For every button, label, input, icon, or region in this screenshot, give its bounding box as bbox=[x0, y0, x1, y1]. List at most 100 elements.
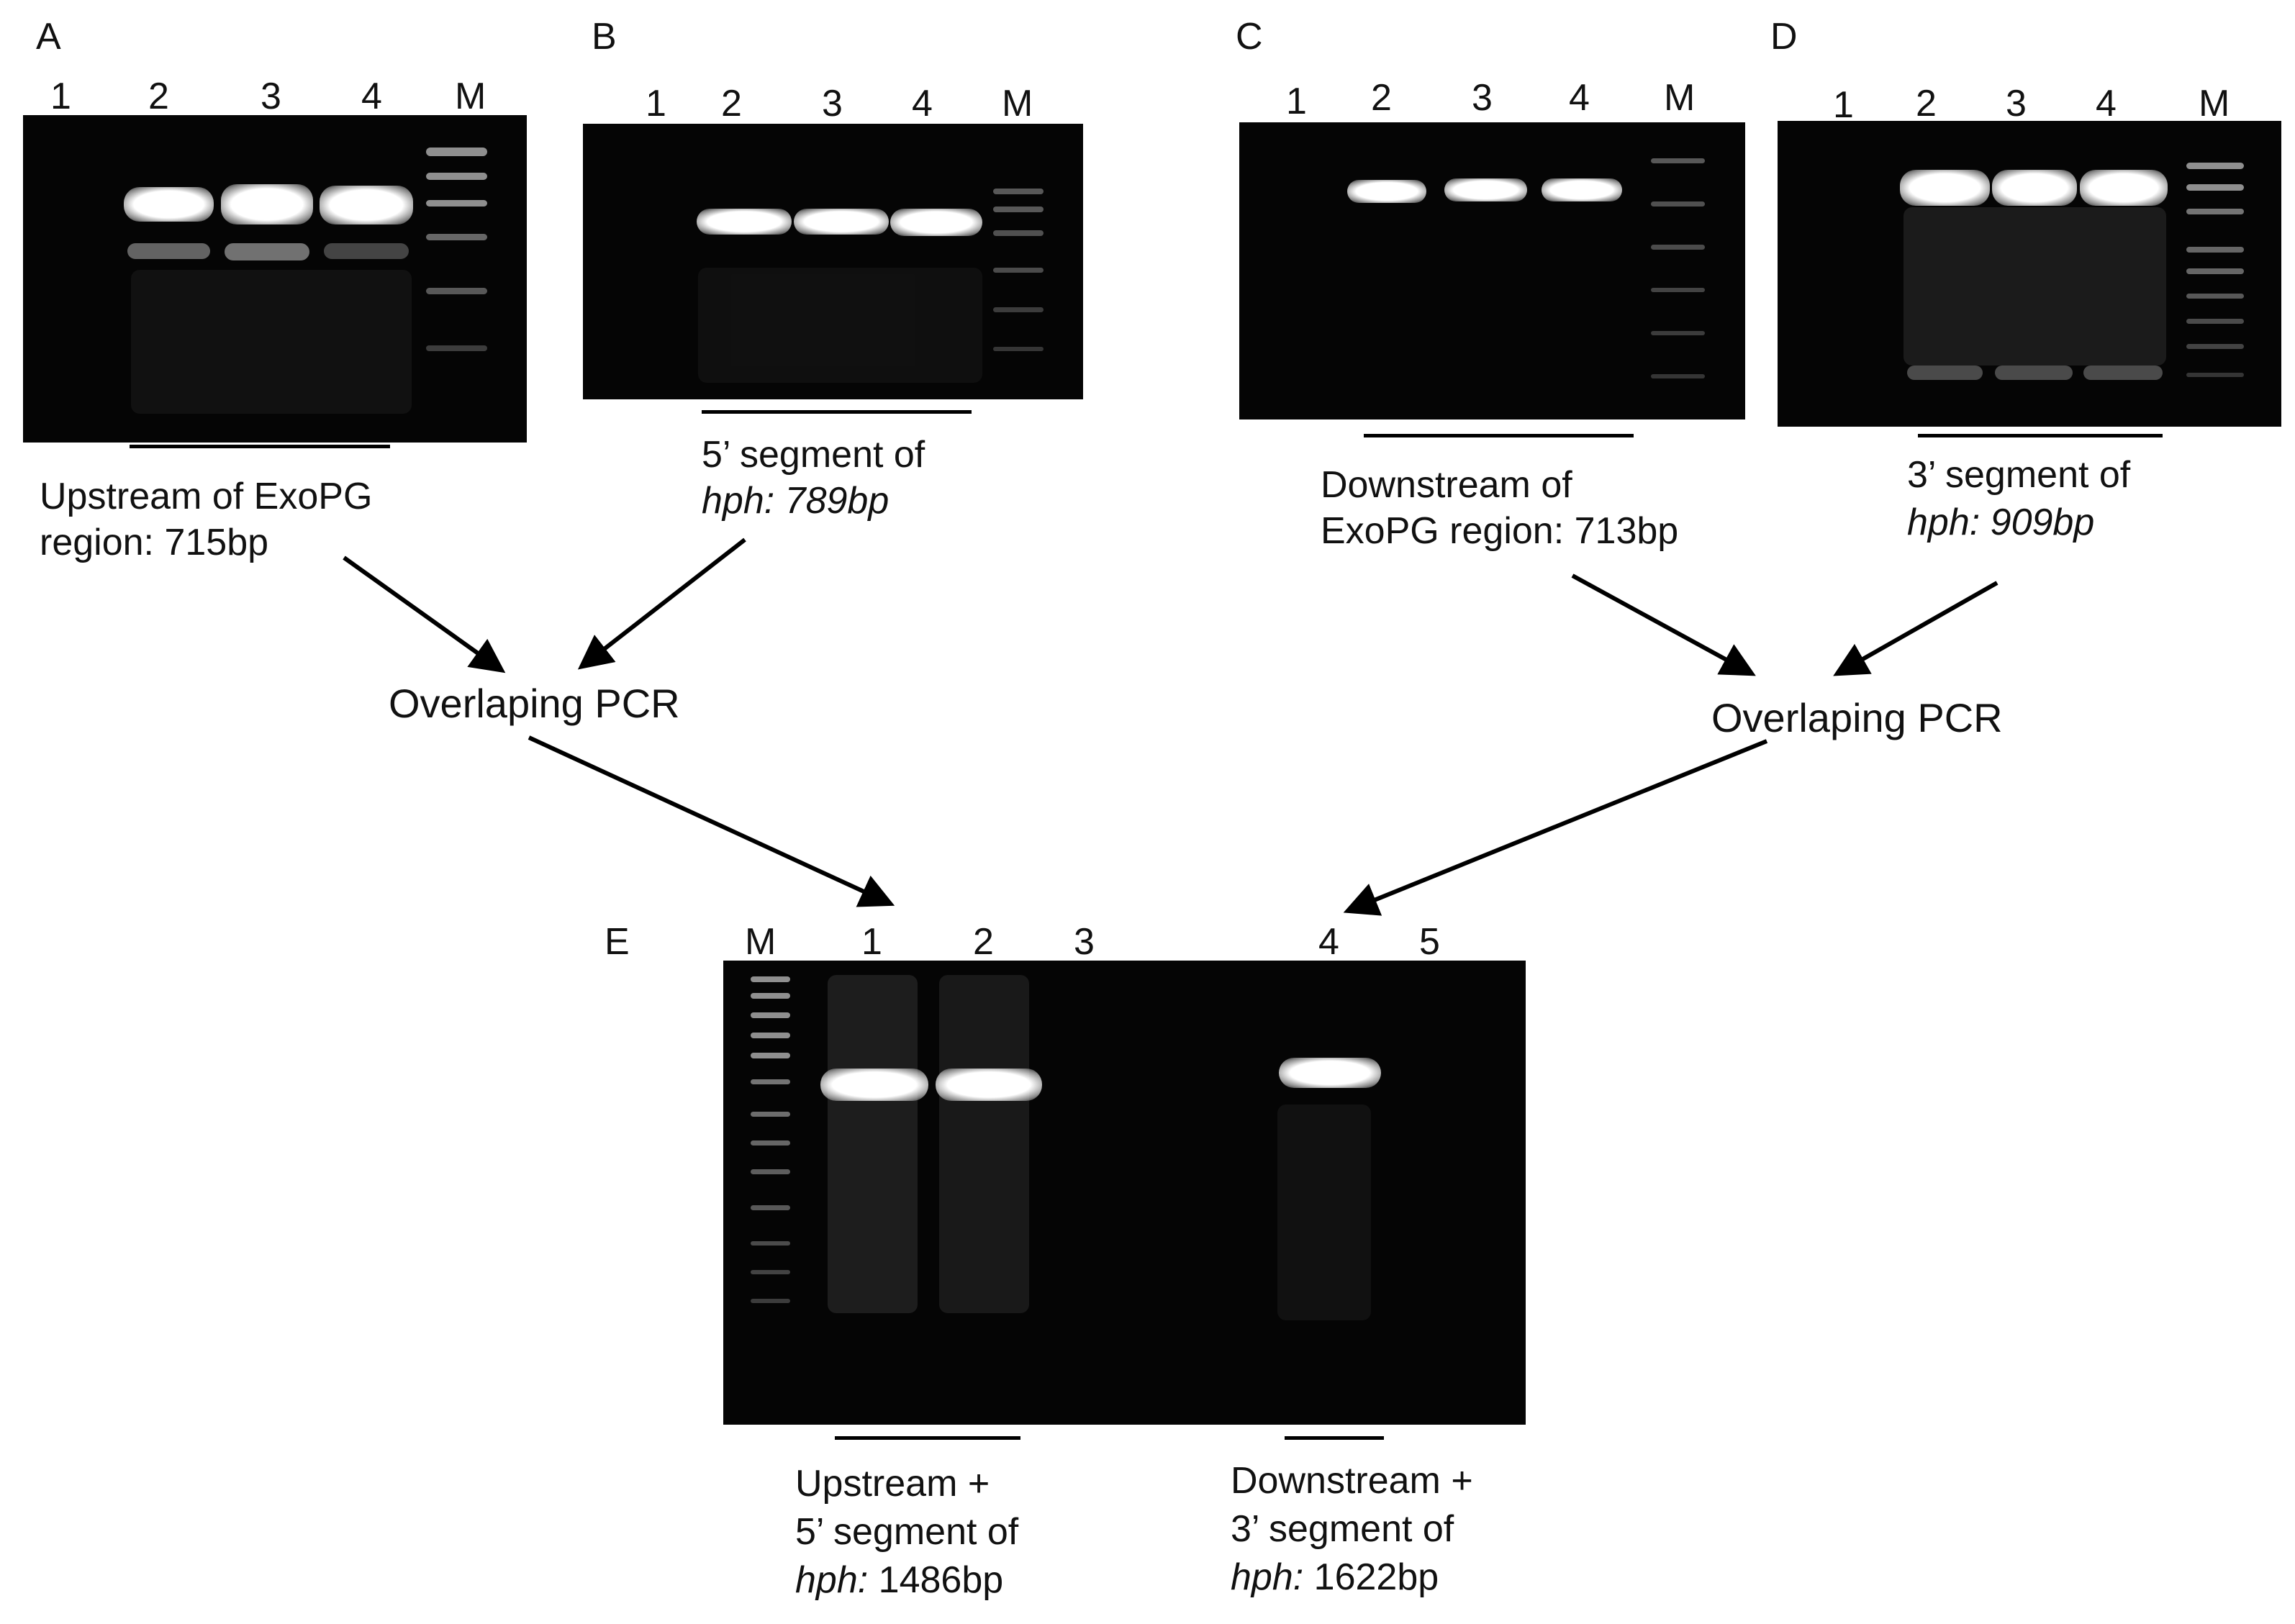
faint-band-a-lane-3 bbox=[225, 243, 309, 260]
gel-image-b bbox=[583, 124, 1083, 399]
ladder-e-13 bbox=[751, 1299, 790, 1303]
panel-letter-d: D bbox=[1770, 16, 1798, 58]
ladder-a-3 bbox=[426, 200, 487, 207]
panel-letter-a: A bbox=[36, 16, 61, 58]
panel-e-lane-4: 4 bbox=[1318, 921, 1339, 963]
panel-b-lane-1: 1 bbox=[646, 83, 666, 124]
band-b-lane-3 bbox=[794, 209, 889, 235]
panel-e-right-caption-line-3: hph: 1622bp bbox=[1231, 1554, 1439, 1600]
panel-e-left-caption-line-1: Upstream + bbox=[795, 1463, 990, 1505]
smear-a bbox=[131, 270, 412, 414]
band-a-lane-4 bbox=[320, 186, 413, 224]
ladder-d-3 bbox=[2186, 209, 2244, 214]
ladder-e-5 bbox=[751, 1053, 790, 1058]
band-c-lane-3 bbox=[1444, 178, 1527, 201]
ladder-b-1 bbox=[993, 189, 1044, 194]
ladder-c-5 bbox=[1651, 331, 1705, 335]
band-c-lane-2 bbox=[1347, 180, 1426, 203]
panel-c-lane-3: 3 bbox=[1472, 77, 1493, 119]
panel-d-lane-4: 4 bbox=[2096, 83, 2117, 124]
panel-e-lane-3: 3 bbox=[1074, 921, 1095, 963]
band-e-lane-2 bbox=[936, 1069, 1042, 1101]
ladder-a-1 bbox=[426, 148, 487, 156]
panel-b-lane-2: 2 bbox=[721, 83, 742, 124]
ladder-a-2 bbox=[426, 173, 487, 180]
panel-c-lane-bracket bbox=[1364, 434, 1634, 437]
band-b-lane-4 bbox=[890, 209, 982, 236]
panel-c-lane-1: 1 bbox=[1286, 81, 1307, 122]
band-d-lane-4 bbox=[2080, 170, 2168, 206]
panel-d-caption-line-1: 3’ segment of bbox=[1907, 454, 2131, 496]
arrow-d-to-right-pcr bbox=[1833, 581, 1998, 676]
panel-e-left-caption-line-3: hph: 1486bp bbox=[795, 1557, 1003, 1603]
panel-letter-e: E bbox=[605, 921, 630, 963]
ladder-a-5 bbox=[426, 288, 487, 294]
gel-image-c bbox=[1239, 122, 1745, 419]
panel-b-lane-m: M bbox=[1002, 83, 1033, 124]
ladder-c-2 bbox=[1651, 201, 1705, 207]
ladder-b-3 bbox=[993, 230, 1044, 236]
panel-d-caption-line-2: hph: 909bp bbox=[1907, 499, 2094, 545]
ladder-c-4 bbox=[1651, 288, 1705, 292]
panel-e-lane-2: 2 bbox=[973, 921, 994, 963]
panel-b-lane-bracket bbox=[702, 410, 972, 414]
panel-e-lane-5: 5 bbox=[1419, 921, 1440, 963]
ladder-d-5 bbox=[2186, 268, 2244, 274]
arrow-a-to-left-pcr bbox=[343, 555, 506, 673]
panel-a-lane-2: 2 bbox=[148, 76, 169, 117]
ladder-c-1 bbox=[1651, 158, 1705, 163]
panel-d-lane-m: M bbox=[2199, 83, 2230, 124]
ladder-d-2 bbox=[2186, 184, 2244, 191]
band-e-lane-4 bbox=[1279, 1058, 1381, 1088]
panel-letter-c: C bbox=[1236, 16, 1263, 58]
panel-a-lane-1: 1 bbox=[50, 76, 71, 117]
ladder-a-4 bbox=[426, 234, 487, 240]
low-band-d-lane-4 bbox=[2083, 366, 2163, 380]
low-band-d-lane-2 bbox=[1907, 366, 1983, 380]
ladder-d-7 bbox=[2186, 319, 2244, 324]
ladder-e-7 bbox=[751, 1112, 790, 1117]
arrow-left-pcr-to-e bbox=[528, 735, 895, 907]
ladder-e-11 bbox=[751, 1241, 790, 1246]
gel-image-d bbox=[1778, 121, 2281, 427]
band-b-lane-2 bbox=[697, 209, 792, 235]
panel-c-caption-line-1: Downstream of bbox=[1321, 464, 1572, 506]
ladder-b-2 bbox=[993, 207, 1044, 212]
ladder-e-8 bbox=[751, 1140, 790, 1146]
panel-d-caption-italic: hph: 909bp bbox=[1907, 502, 2095, 543]
smear-b bbox=[698, 268, 982, 383]
ladder-e-1 bbox=[751, 976, 790, 982]
smear-e-lane-1 bbox=[828, 975, 918, 1313]
band-e-lane-1 bbox=[820, 1069, 928, 1101]
panel-e-lane-1: 1 bbox=[861, 921, 882, 963]
panel-e-left-caption-size: 1486bp bbox=[868, 1559, 1004, 1601]
ladder-b-6 bbox=[993, 347, 1044, 351]
panel-e-left-lane-bracket bbox=[835, 1436, 1020, 1440]
panel-b-lane-4: 4 bbox=[912, 83, 933, 124]
panel-a-lane-bracket bbox=[130, 445, 390, 448]
panel-a-caption-line-2: region: 715bp bbox=[40, 522, 269, 563]
ladder-e-12 bbox=[751, 1270, 790, 1274]
ladder-d-4 bbox=[2186, 247, 2244, 253]
panel-c-lane-m: M bbox=[1664, 77, 1696, 119]
panel-b-caption-line-2: hph: 789bp bbox=[702, 478, 889, 524]
panel-d-lane-1: 1 bbox=[1833, 84, 1854, 126]
gel-image-e bbox=[723, 961, 1526, 1425]
ladder-e-9 bbox=[751, 1169, 790, 1174]
panel-e-left-caption-italic: hph: bbox=[795, 1559, 869, 1601]
ladder-d-9 bbox=[2186, 373, 2244, 377]
ladder-e-4 bbox=[751, 1033, 790, 1038]
panel-e-lane-m: M bbox=[745, 921, 777, 963]
panel-d-lane-2: 2 bbox=[1916, 83, 1937, 124]
overlapping-pcr-right-label: Overlaping PCR bbox=[1711, 695, 2003, 740]
ladder-c-3 bbox=[1651, 245, 1705, 250]
panel-e-right-caption-size: 1622bp bbox=[1303, 1556, 1439, 1598]
band-a-lane-3 bbox=[221, 184, 313, 224]
band-c-lane-4 bbox=[1542, 178, 1622, 201]
panel-d-lane-3: 3 bbox=[2006, 83, 2027, 124]
band-d-lane-3 bbox=[1992, 170, 2077, 206]
panel-e-right-caption-line-2: 3’ segment of bbox=[1231, 1508, 1454, 1550]
panel-a-lane-m: M bbox=[455, 76, 486, 117]
band-a-lane-2 bbox=[124, 187, 214, 222]
